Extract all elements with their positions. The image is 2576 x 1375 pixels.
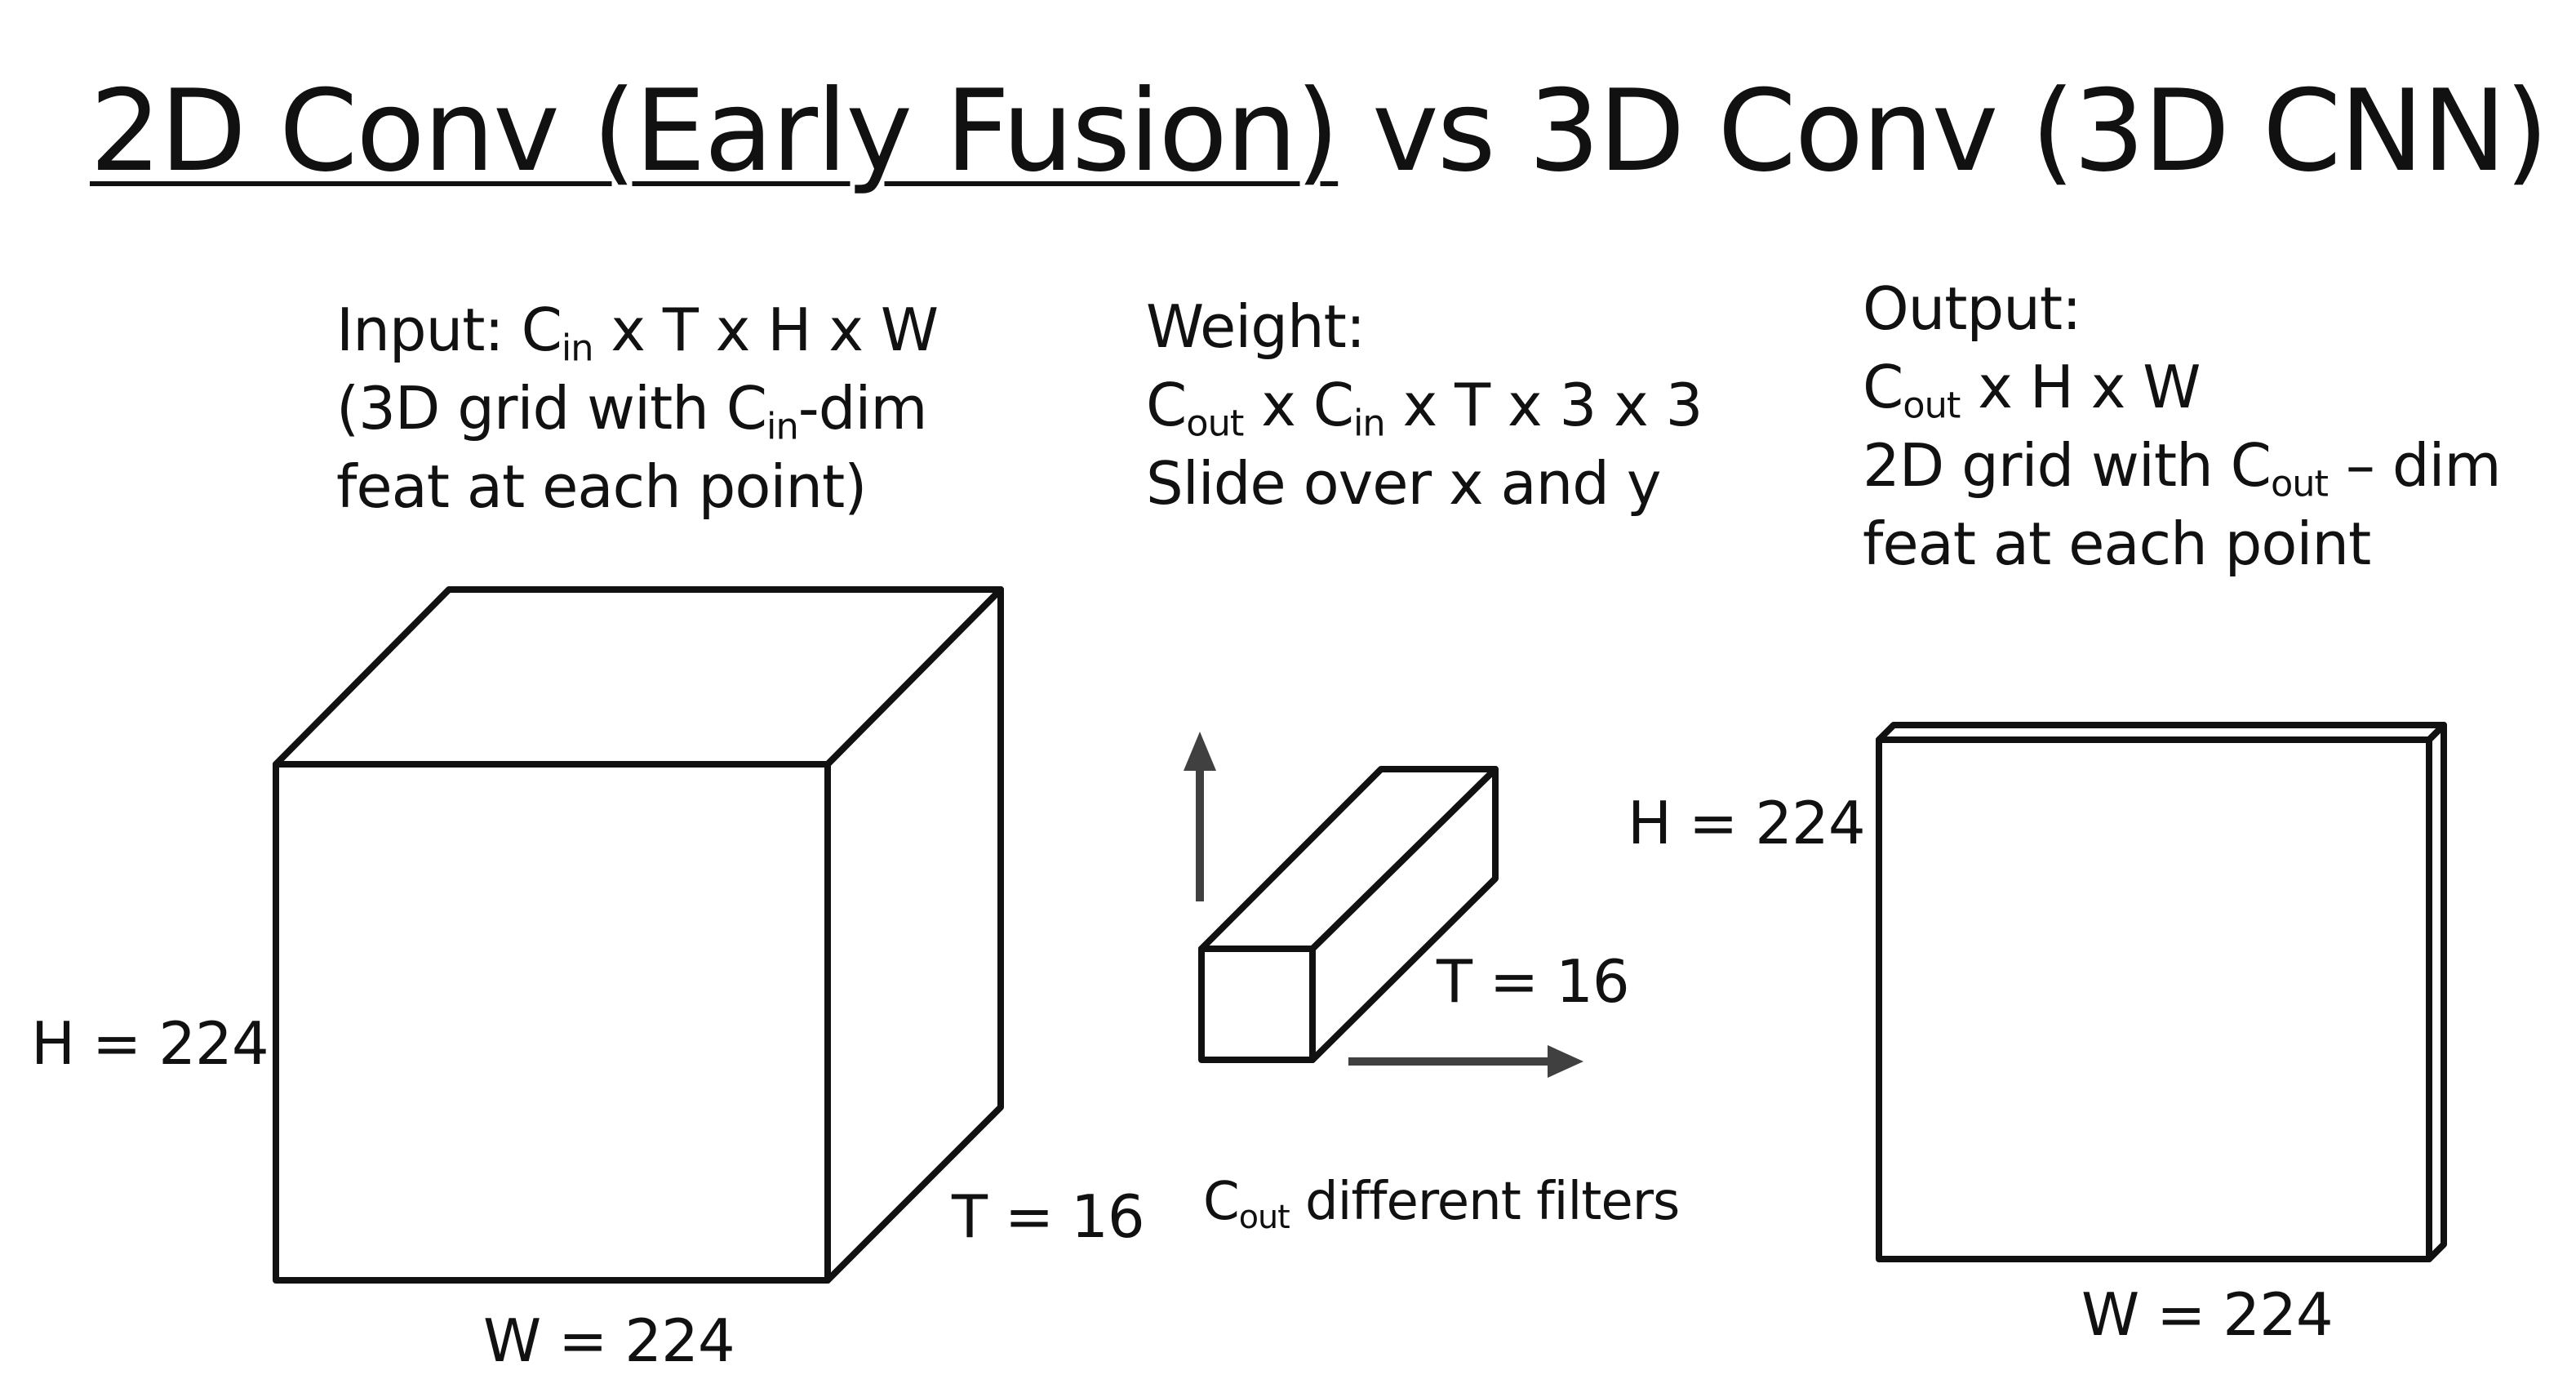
output-description: Output: Cout x H x W 2D grid with Cout –…	[1863, 269, 2502, 583]
input-cube	[273, 586, 1004, 1284]
input-cube-front	[273, 761, 831, 1284]
input-grid-line: (3D grid with Cin-dim	[336, 374, 928, 448]
weight-slide-line: Slide over x and y	[1146, 449, 1662, 518]
y-slide-arrow	[1184, 732, 1216, 901]
output-feat-line: feat at each point	[1863, 510, 2371, 578]
output-heading: Output:	[1863, 274, 2081, 343]
output-shape-line: Cout x H x W	[1863, 353, 2201, 427]
output-slab-side	[2426, 722, 2447, 1262]
input-shape-line: Input: Cin x T x H x W	[336, 296, 939, 370]
output-slab	[1876, 722, 2447, 1262]
filter-front	[1198, 946, 1316, 1063]
input-time-label: T = 16	[952, 1182, 1145, 1251]
output-width-label: W = 224	[2081, 1280, 2334, 1349]
filter-side	[1309, 766, 1499, 1063]
weight-heading: Weight:	[1146, 292, 1366, 361]
page-title: 2D Conv (Early Fusion) vs 3D Conv (3D CN…	[90, 75, 2549, 188]
weight-description: Weight: Cout x Cin x T x 3 x 3 Slide ove…	[1146, 287, 1703, 523]
output-grid-line: 2D grid with Cout – dim	[1863, 431, 2502, 505]
filter-box	[1198, 766, 1499, 1063]
output-height-label: H = 224	[1628, 789, 1866, 857]
input-cube-side	[824, 586, 1004, 1284]
title-2d-conv: 2D Conv (Early Fusion)	[90, 65, 1339, 197]
input-height-label: H = 224	[31, 1009, 269, 1078]
weight-shape-line: Cout x Cin x T x 3 x 3	[1146, 371, 1703, 445]
input-feat-line: feat at each point)	[336, 452, 867, 521]
input-cube-top	[273, 586, 1004, 768]
filter-time-label: T = 16	[1437, 947, 1630, 1016]
title-3d-conv: vs 3D Conv (3D CNN)	[1338, 65, 2549, 197]
output-slab-front	[1876, 736, 2432, 1262]
input-width-label: W = 224	[483, 1306, 735, 1375]
x-slide-arrow	[1348, 1045, 1583, 1078]
output-slab-top	[1876, 722, 2447, 743]
input-description: Input: Cin x T x H x W (3D grid with Cin…	[336, 291, 939, 526]
filters-count-label: Cout different filters	[1203, 1172, 1680, 1237]
